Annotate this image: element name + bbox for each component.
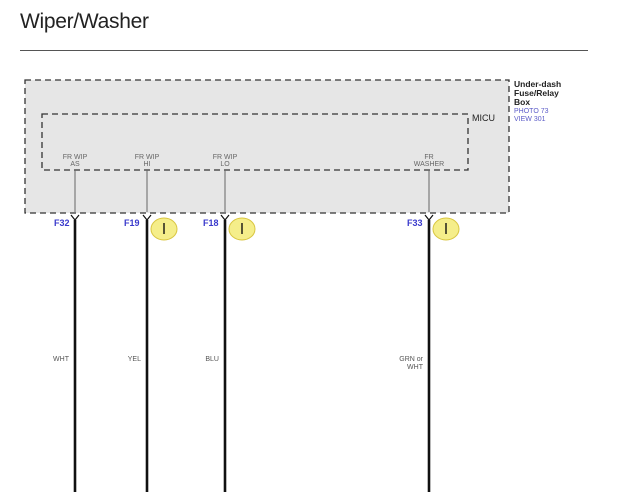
connector-f33 — [424, 214, 434, 221]
pin-label-f32[interactable]: F32 — [54, 218, 70, 228]
wire-color-line1: GRN or — [399, 356, 423, 363]
terminal-label-fr-wip-hi: FR WIP HI — [117, 154, 177, 168]
connector-f32 — [70, 214, 80, 221]
connector-f18 — [220, 214, 230, 221]
diagram-title: Wiper/Washer — [20, 10, 149, 33]
pin-label-f33[interactable]: F33 — [407, 218, 423, 228]
terminal-function: AS — [70, 161, 80, 168]
fuse-box-name-line3: Box — [514, 97, 531, 107]
wire-color-label: WHT — [53, 356, 69, 363]
terminal-function: HI — [143, 161, 151, 168]
fuse-relay-box — [24, 79, 510, 214]
terminal-name: FR WIP — [134, 154, 160, 161]
terminal-name: FR — [424, 154, 434, 161]
terminal-function: WASHER — [413, 161, 445, 168]
connector-f19 — [142, 214, 152, 221]
terminal-label-fr-washer: FR WASHER — [399, 154, 459, 168]
wire-color-label: GRN or WHT — [384, 356, 423, 372]
terminal-name: FR WIP — [212, 154, 238, 161]
terminal-label-fr-wip-as: FR WIP AS — [45, 154, 105, 168]
micu-box — [41, 113, 469, 171]
photo-ref[interactable]: PHOTO 73 — [514, 108, 549, 115]
title-divider — [20, 50, 588, 51]
wire-color-label: BLU — [205, 356, 219, 363]
terminal-function: LO — [220, 161, 230, 168]
pin-label-f18[interactable]: F18 — [203, 218, 219, 228]
terminal-name: FR WIP — [62, 154, 88, 161]
fuse-box-name-line2: Fuse/Relay — [514, 88, 559, 98]
micu-label: MICU — [472, 113, 495, 123]
pin-label-f19[interactable]: F19 — [124, 218, 140, 228]
terminal-label-fr-wip-lo: FR WIP LO — [195, 154, 255, 168]
wire-color-line2: WHT — [407, 364, 423, 371]
fuse-box-label: Under-dash Fuse/Relay Box — [514, 80, 561, 107]
fuse-box-name-line1: Under-dash — [514, 79, 562, 89]
wire-color-label: YEL — [127, 356, 141, 363]
view-ref[interactable]: VIEW 301 — [514, 116, 546, 123]
